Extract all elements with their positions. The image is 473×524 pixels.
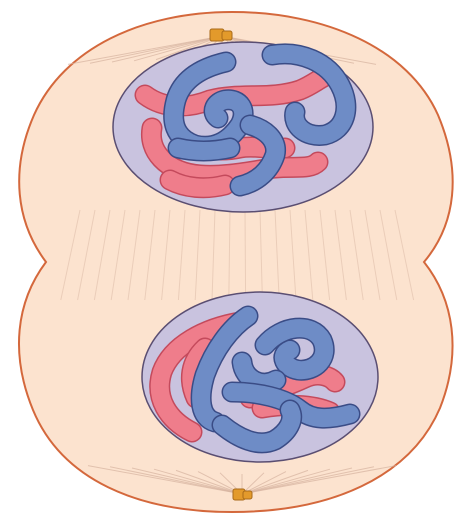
centrosome-icon (210, 29, 232, 41)
centrosome-icon (233, 489, 252, 500)
spindle-fiber (245, 210, 246, 300)
chromosome-red (170, 180, 225, 188)
chromosome-blue (178, 148, 230, 151)
